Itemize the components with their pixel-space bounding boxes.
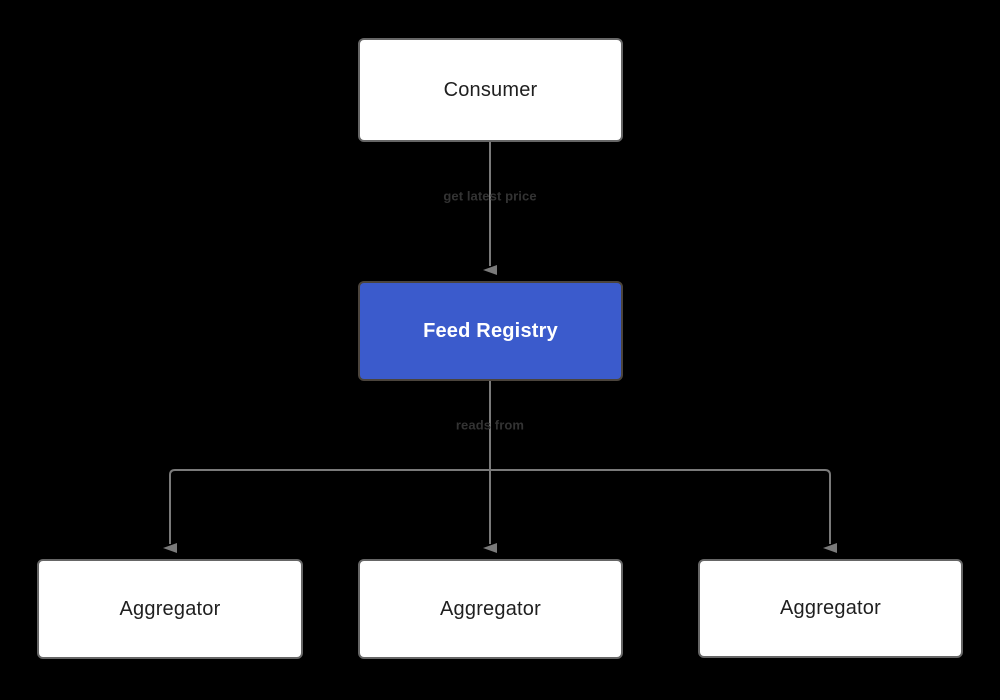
node-aggregator-2[interactable]: Aggregator — [358, 559, 623, 659]
node-consumer-label: Consumer — [443, 78, 538, 101]
node-aggregator-2-label: Aggregator — [440, 597, 541, 620]
node-feed-registry-label: Feed Registry — [423, 319, 558, 342]
edge-label-get-latest-price: get latest price — [443, 188, 537, 204]
node-aggregator-3-label: Aggregator — [780, 597, 881, 619]
node-feed-registry[interactable]: Feed Registry — [358, 281, 623, 381]
node-aggregator-1[interactable]: Aggregator — [37, 559, 303, 659]
node-consumer[interactable]: Consumer — [358, 38, 623, 142]
edge-feed-registry-to-aggregators — [163, 381, 837, 553]
edge-label-reads-from: reads from — [455, 417, 525, 433]
node-aggregator-1-label: Aggregator — [119, 597, 221, 620]
node-aggregator-3[interactable]: Aggregator — [698, 559, 963, 658]
